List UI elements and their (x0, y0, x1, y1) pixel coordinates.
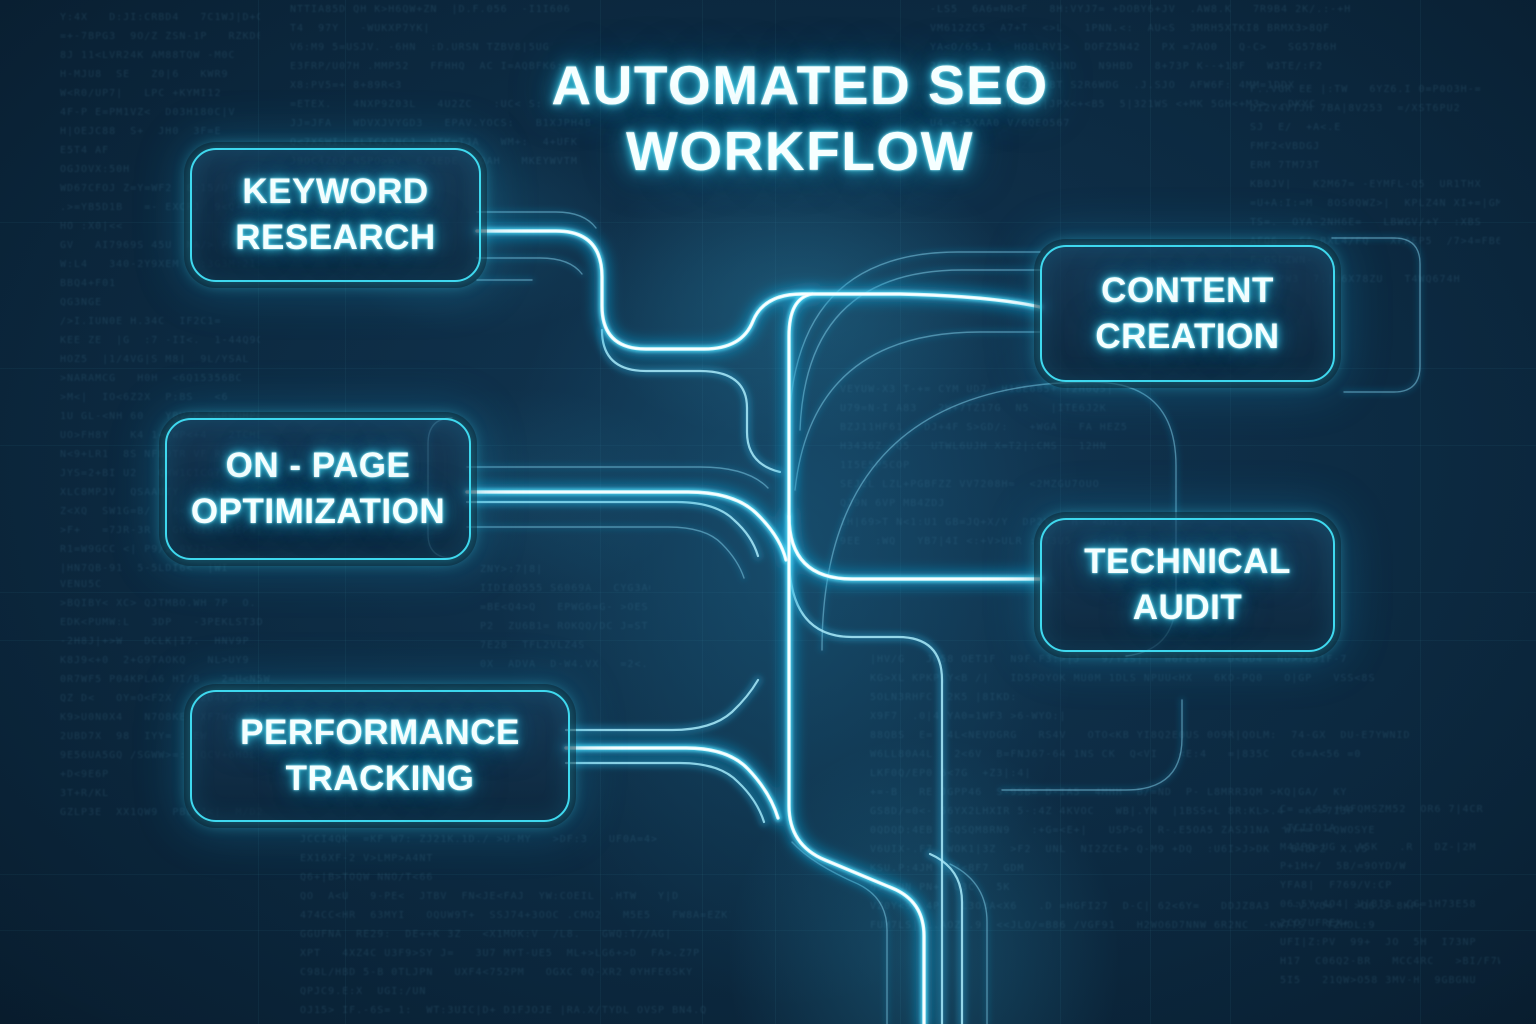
node-label: PERFORMANCE (240, 713, 520, 752)
node-onpage-optimization: ON - PAGE OPTIMIZATION (165, 418, 471, 560)
title-line-1: AUTOMATED SEO (551, 54, 1049, 116)
title-line-2: WORKFLOW (625, 120, 974, 182)
node-label: TECHNICAL (1084, 542, 1291, 581)
node-performance-tracking: PERFORMANCE TRACKING (190, 690, 570, 822)
node-label: CONTENT (1101, 270, 1274, 310)
node-label: AUDIT (1132, 588, 1243, 627)
node-label: RESEARCH (235, 218, 436, 257)
node-technical-audit: TECHNICAL AUDIT (1040, 518, 1335, 652)
node-label: KEYWORD (242, 172, 429, 211)
node-label: OPTIMIZATION (190, 492, 446, 531)
node-label: CREATION (1095, 316, 1280, 356)
node-label: TRACKING (285, 759, 475, 798)
node-label: ON - PAGE (225, 446, 411, 485)
node-content-creation: CONTENT CREATION (1040, 245, 1335, 382)
node-keyword-research: KEYWORD RESEARCH (190, 148, 481, 282)
page-title: AUTOMATED SEO WORKFLOW (520, 52, 1080, 184)
